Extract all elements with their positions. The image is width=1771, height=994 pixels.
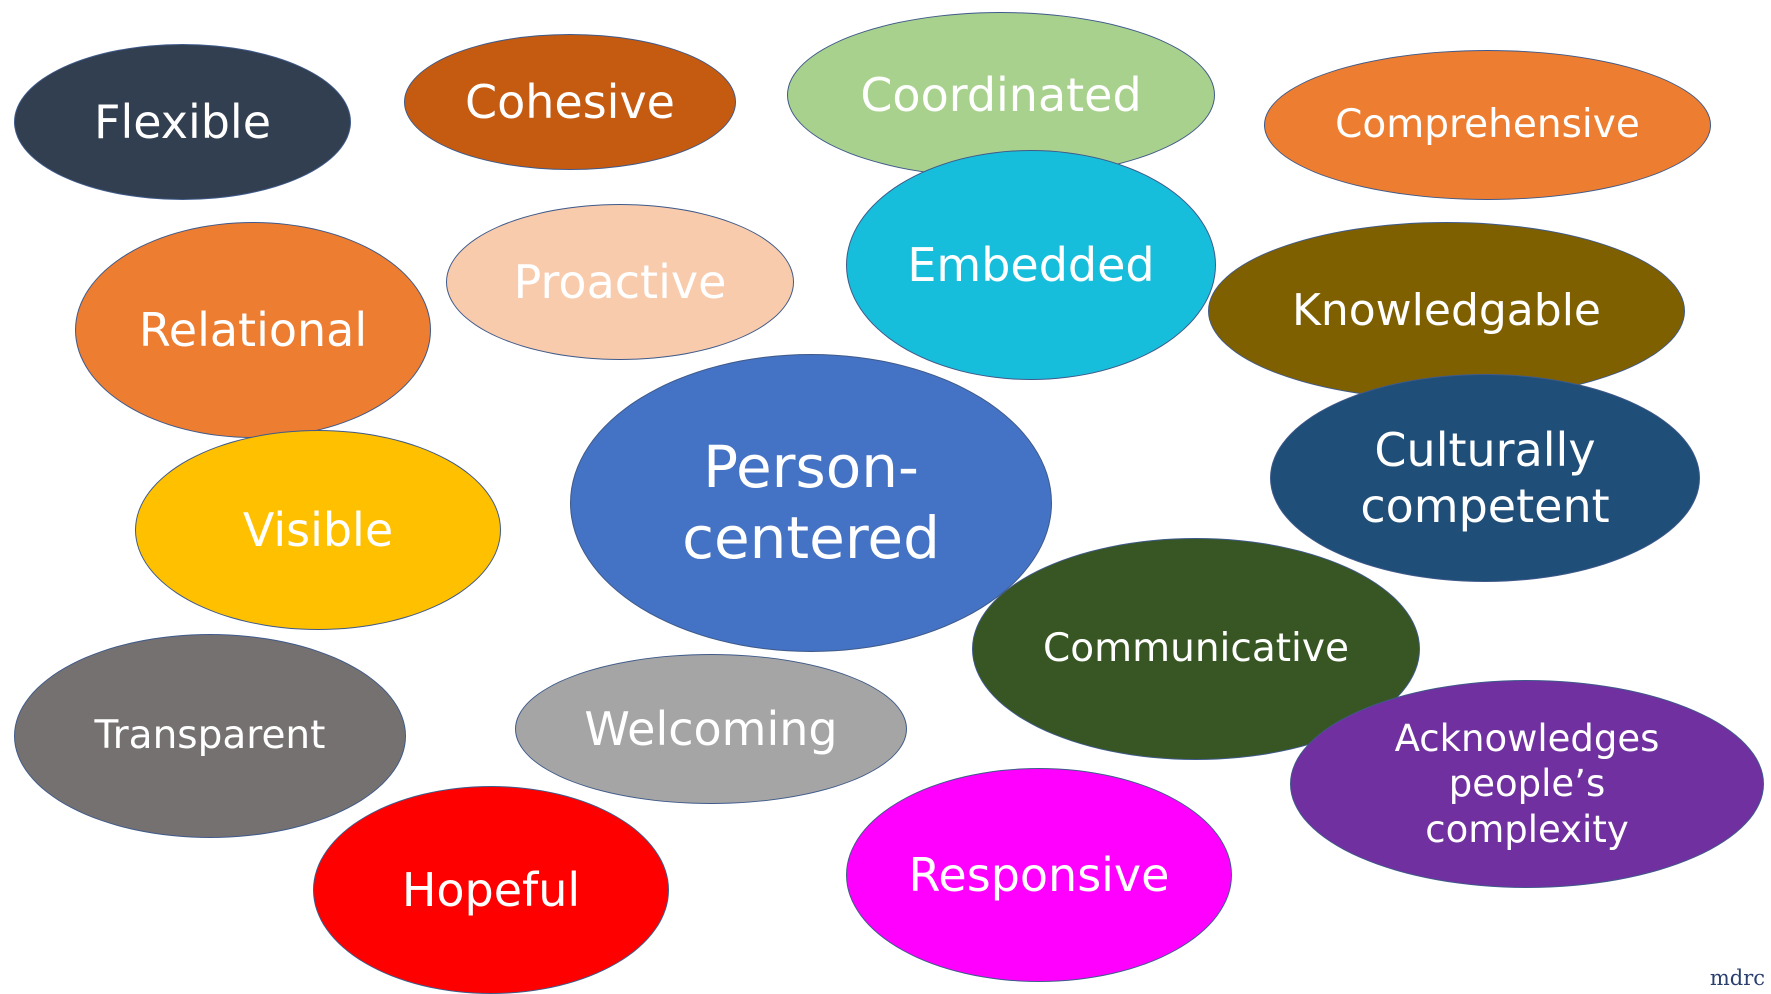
bubble-welcoming: Welcoming bbox=[515, 654, 907, 804]
bubble-comprehensive: Comprehensive bbox=[1264, 50, 1711, 200]
bubble-label: Hopeful bbox=[402, 862, 580, 918]
bubble-label: Relational bbox=[139, 302, 367, 358]
bubble-label-line: people’s bbox=[1448, 762, 1606, 806]
bubble-cohesive: Cohesive bbox=[404, 34, 736, 170]
bubble-label-line: Welcoming bbox=[584, 701, 838, 756]
bubble-proactive: Proactive bbox=[446, 204, 794, 360]
bubble-label-line: complexity bbox=[1425, 807, 1629, 851]
bubble-label: Comprehensive bbox=[1335, 101, 1640, 149]
bubble-label-line: Knowledgable bbox=[1292, 285, 1601, 337]
bubble-label: Transparent bbox=[95, 712, 326, 760]
bubble-label-line: Cohesive bbox=[465, 74, 675, 129]
bubble-label-line: Visible bbox=[242, 502, 394, 557]
mdrc-logo: mdrc bbox=[1709, 966, 1765, 990]
bubble-label-line: Culturally bbox=[1374, 422, 1596, 477]
bubble-label: Cohesive bbox=[465, 74, 675, 130]
bubble-label: Coordinated bbox=[860, 67, 1141, 123]
bubble-visible: Visible bbox=[135, 430, 501, 630]
bubble-label-line: Coordinated bbox=[860, 67, 1142, 122]
bubble-label: Knowledgable bbox=[1292, 284, 1601, 338]
bubble-label: Flexible bbox=[94, 94, 271, 150]
bubble-label-line: Proactive bbox=[513, 254, 727, 309]
bubble-label: Visible bbox=[243, 502, 393, 558]
bubble-label: Welcoming bbox=[584, 701, 837, 757]
bubble-label-line: Responsive bbox=[908, 847, 1170, 902]
bubble-flexible: Flexible bbox=[14, 44, 351, 200]
bubble-label-line: Person- bbox=[703, 433, 919, 502]
bubble-label-line: Flexible bbox=[93, 94, 271, 149]
bubble-label-line: Comprehensive bbox=[1335, 102, 1640, 148]
bubble-coordinated: Coordinated bbox=[787, 12, 1215, 178]
bubble-label: Proactive bbox=[514, 254, 727, 310]
bubble-label-line: centered bbox=[682, 504, 940, 572]
bubble-label-line: Hopeful bbox=[401, 862, 581, 917]
bubble-label-line: Communicative bbox=[1043, 626, 1349, 672]
bubble-center-person-centered: Person-centered bbox=[570, 354, 1052, 652]
bubble-label-line: Embedded bbox=[907, 237, 1155, 292]
bubble-label: Responsive bbox=[909, 847, 1170, 903]
bubble-relational: Relational bbox=[75, 222, 431, 438]
bubble-transparent: Transparent bbox=[14, 634, 406, 838]
bubble-embedded: Embedded bbox=[846, 150, 1216, 380]
bubble-label: Embedded bbox=[907, 237, 1154, 293]
bubble-responsive: Responsive bbox=[846, 768, 1232, 982]
bubble-label-line: Relational bbox=[138, 302, 368, 357]
bubble-label: Communicative bbox=[1043, 625, 1349, 673]
bubble-hopeful: Hopeful bbox=[313, 786, 669, 994]
bubble-label-line: Transparent bbox=[94, 713, 326, 759]
bubble-knowledgable: Knowledgable bbox=[1208, 222, 1685, 400]
bubble-label-line: Acknowledges bbox=[1394, 717, 1660, 761]
bubble-label: Person-centered bbox=[682, 432, 940, 574]
bubble-label-line: competent bbox=[1360, 479, 1610, 533]
